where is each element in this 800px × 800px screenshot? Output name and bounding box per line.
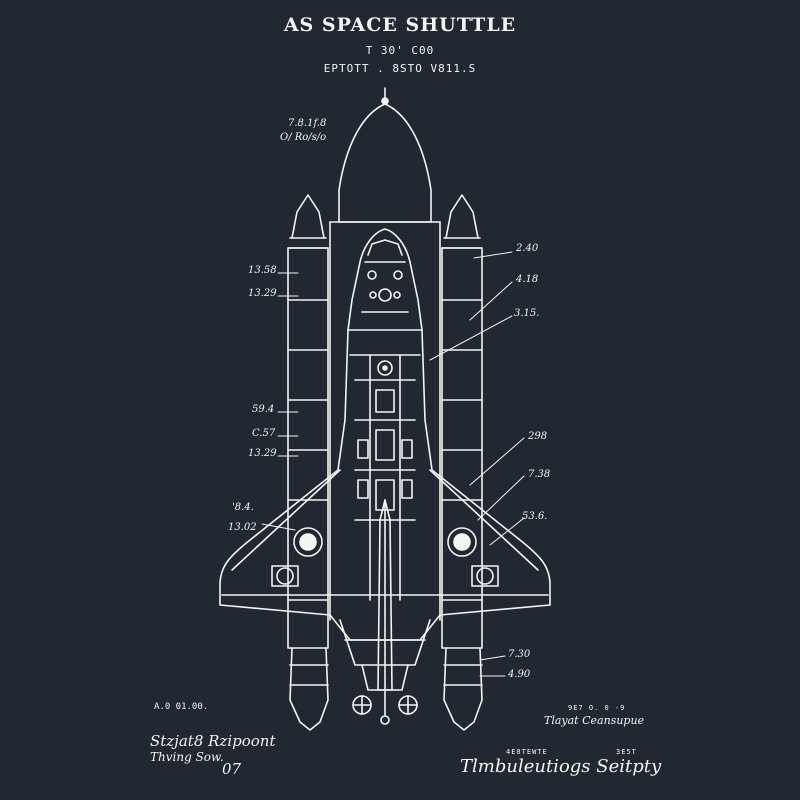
label-right-1: 2.40 (516, 243, 539, 254)
label-right-3: 3.15. (514, 308, 540, 319)
label-right-8: 4.90 (508, 669, 531, 680)
label-left-5: 13.29 (248, 448, 277, 459)
label-left-4: C.57 (252, 428, 276, 439)
left-booster (287, 194, 329, 731)
label-right-4: 298 (528, 431, 548, 442)
external-tank (329, 87, 441, 621)
leader-lines (261, 251, 525, 677)
label-left-7: 13.02 (228, 522, 257, 533)
signature-left-line-1: Stzjat8 Rzipoont (150, 732, 276, 750)
label-left-6: '8.4. (232, 502, 254, 513)
drawing-title: AS SPACE SHUTTLE (283, 14, 517, 36)
signature-left-number: 07 (222, 760, 242, 778)
footer-small-right-1: 9E7 O. 0 -9 (568, 704, 626, 712)
label-left-2: 13.29 (248, 288, 277, 299)
footer-small-right-2a: 4E8TEWTE (506, 748, 548, 756)
label-right-5: 7.38 (528, 469, 551, 480)
right-booster (441, 194, 483, 731)
signature-right: Tlmbuleutiogs Seitpty (460, 756, 662, 777)
orbiter (219, 228, 551, 725)
drawing-subtitle-1: T 30' C00 (365, 44, 435, 57)
top-note-2: O/ Ro/s/o (280, 132, 327, 143)
label-right-2: 4.18 (516, 274, 539, 285)
footer-script-right-1: Tlayat Ceansupue (544, 714, 645, 727)
footer-date: A.0 01.00. (154, 702, 209, 712)
label-left-3: 59.4 (252, 404, 275, 415)
top-note-1: 7.8.1f.8 (288, 118, 327, 129)
signature-left-line-2: Thving Sow. (150, 750, 224, 764)
label-right-6: 53.6. (522, 511, 548, 522)
label-left-1: 13.58 (248, 265, 277, 276)
footer-small-right-2b: 3E5T (616, 748, 637, 756)
drawing-subtitle-2: EPTOTT . 8STO V811.S (323, 62, 477, 75)
label-right-7: 7.30 (508, 649, 531, 660)
